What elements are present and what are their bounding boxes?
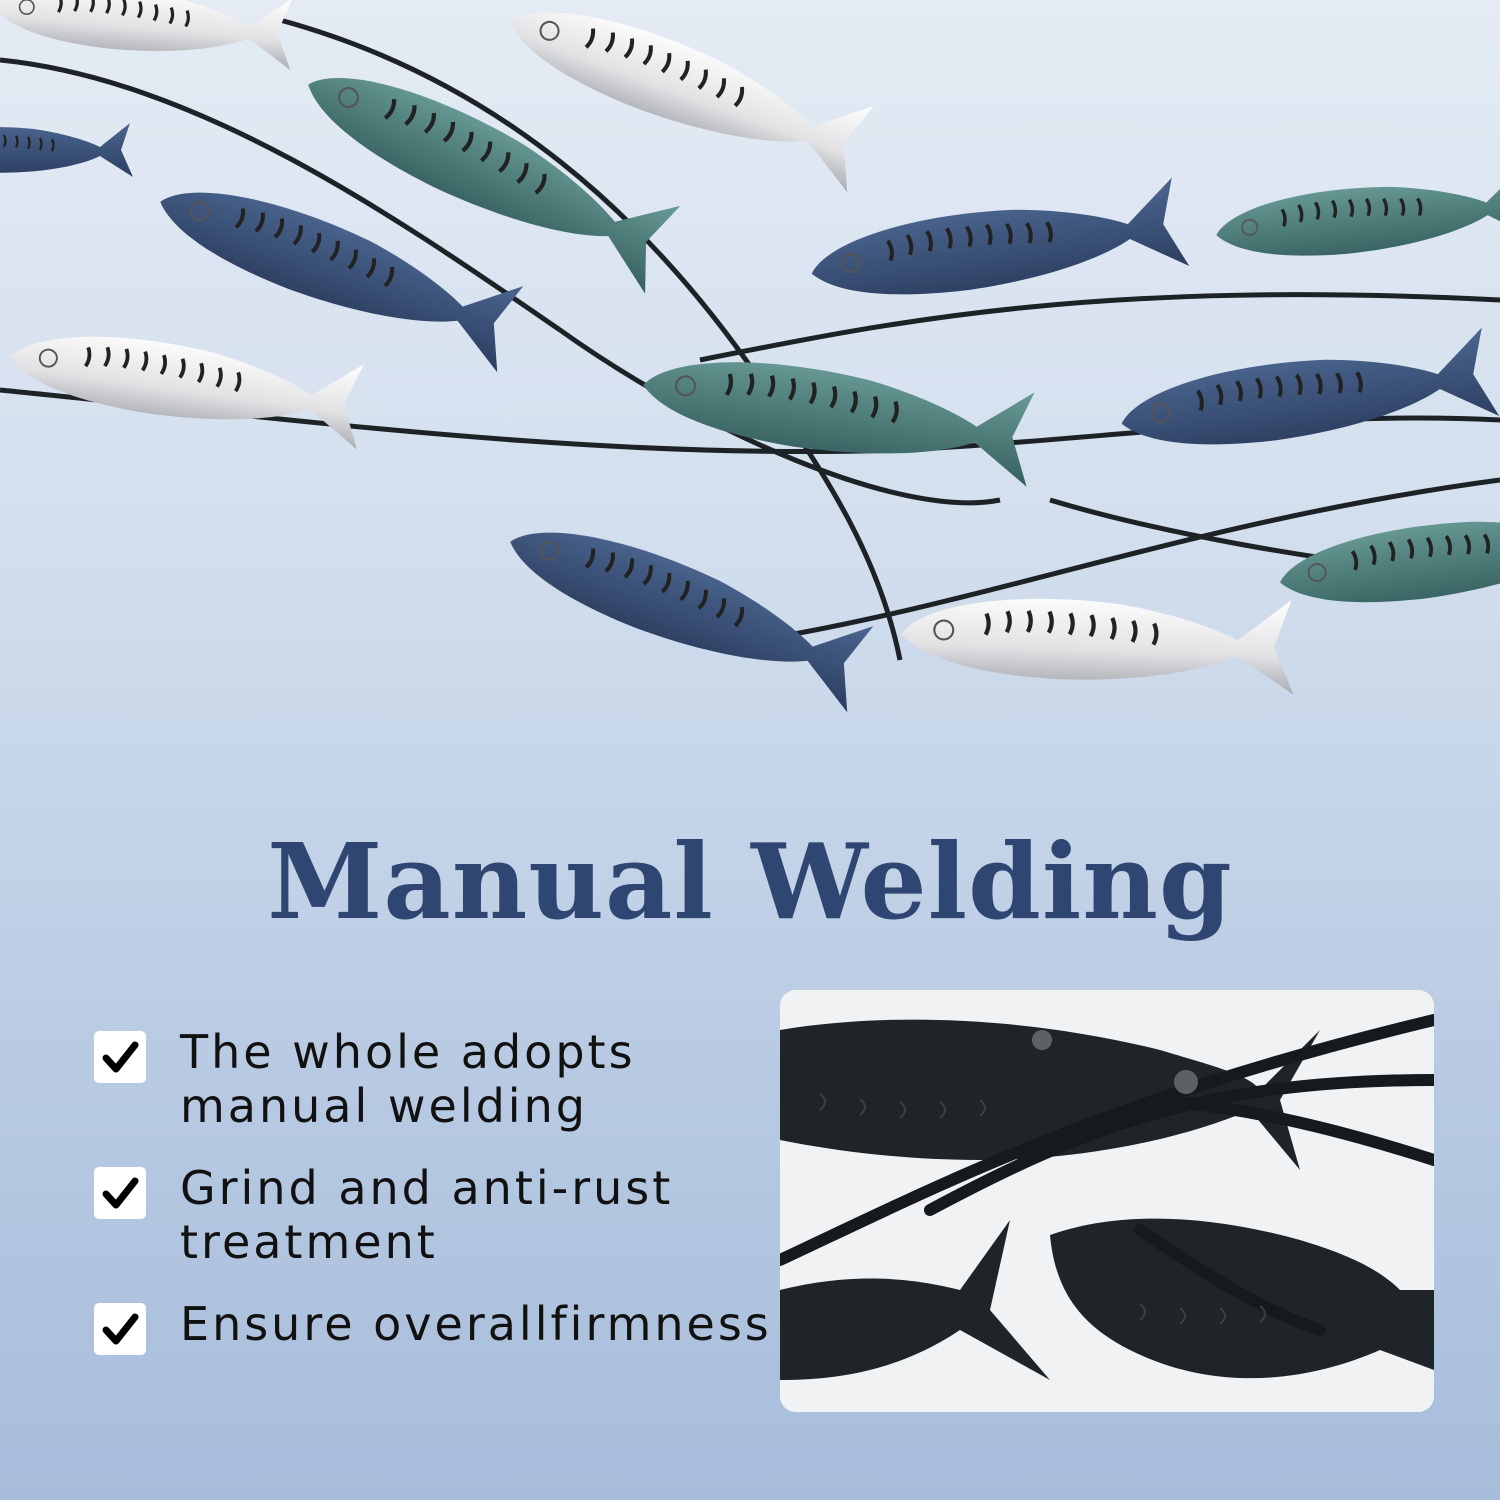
feature-item: Grind and anti-rust treatment: [94, 1161, 784, 1269]
fish-school-wall-art-image: [0, 0, 1500, 715]
feature-text: Ensure overallfirmness: [180, 1297, 772, 1351]
feature-text: The whole adopts manual welding: [180, 1025, 636, 1133]
headline: Manual Welding: [267, 820, 1233, 943]
checkmark-icon: [94, 1031, 146, 1083]
welding-detail-photo: [780, 990, 1434, 1412]
feature-item: Ensure overallfirmness: [94, 1297, 784, 1355]
checkmark-icon: [94, 1167, 146, 1219]
feature-list: The whole adopts manual welding Grind an…: [94, 1025, 784, 1379]
checkmark-icon: [94, 1303, 146, 1355]
feature-text: Grind and anti-rust treatment: [180, 1161, 674, 1269]
feature-item: The whole adopts manual welding: [94, 1025, 784, 1133]
